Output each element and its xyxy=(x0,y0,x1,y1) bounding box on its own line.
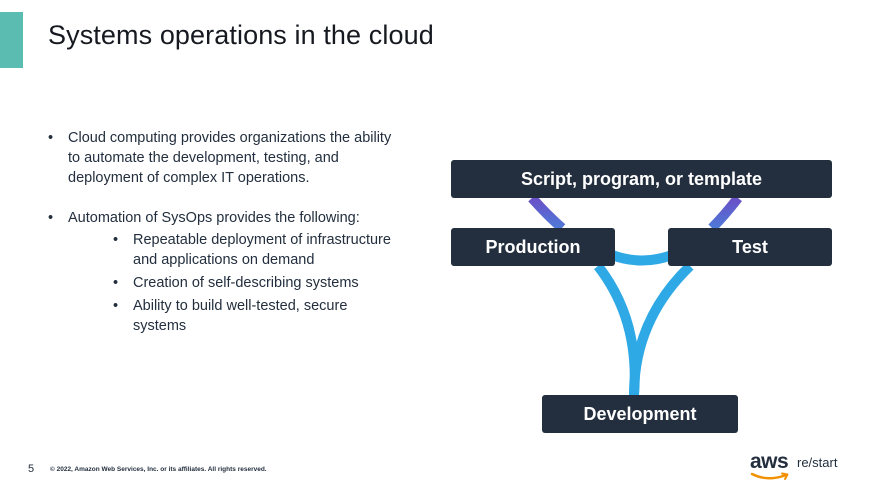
connector-production-test xyxy=(610,250,674,266)
connector-production-development xyxy=(594,262,640,396)
bullet-list: Cloud computing provides organizations t… xyxy=(48,128,393,356)
bullet-text: Automation of SysOps provides the follow… xyxy=(68,210,360,226)
sub-bullet-item: Creation of self-describing systems xyxy=(68,273,393,293)
sub-bullet-item: Ability to build well-tested, secure sys… xyxy=(68,296,393,336)
bullet-item: Automation of SysOps provides the follow… xyxy=(48,208,393,336)
test-box: Test xyxy=(668,228,832,266)
page-number: 5 xyxy=(28,463,35,475)
copyright-text: © 2022, Amazon Web Services, Inc. or its… xyxy=(50,466,267,473)
logo-aws-text: aws xyxy=(750,450,789,473)
slide-title: Systems operations in the cloud xyxy=(48,20,434,50)
development-box: Development xyxy=(542,395,738,433)
bullet-text: Cloud computing provides organizations t… xyxy=(68,130,392,186)
logo-restart-text: re/start xyxy=(797,455,838,470)
connector-script-production xyxy=(528,194,566,232)
script-program-template-box: Script, program, or template xyxy=(451,160,832,198)
bullet-item: Cloud computing provides organizations t… xyxy=(48,128,393,188)
sub-bullet-item: Repeatable deployment of infrastructure … xyxy=(68,230,393,270)
connector-script-test xyxy=(708,194,742,232)
connector-test-development xyxy=(629,262,694,396)
production-box: Production xyxy=(451,228,615,266)
accent-bar xyxy=(0,12,23,68)
aws-restart-logo: aws re/start xyxy=(750,450,850,482)
aws-smile-icon xyxy=(750,472,789,480)
